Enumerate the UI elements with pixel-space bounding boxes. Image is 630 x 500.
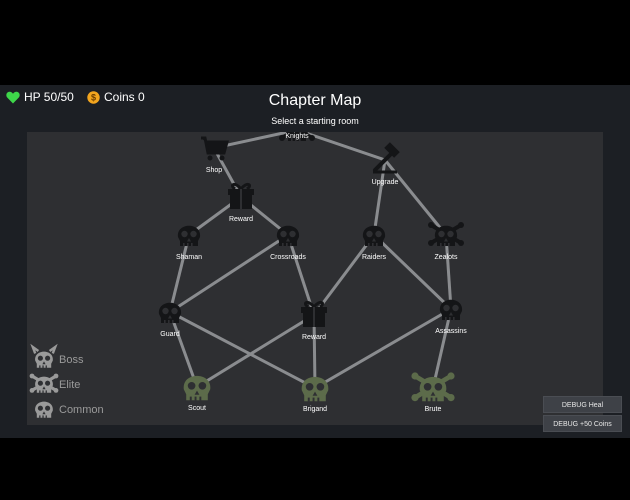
map-node-shop: Shop: [201, 136, 229, 174]
legend-item-boss: Boss: [30, 343, 84, 368]
map-edge: [372, 233, 453, 311]
legend-label: Elite: [59, 379, 80, 391]
map-node-label: Guard: [160, 331, 180, 338]
map-edge: [213, 132, 295, 150]
map-node-label: Zealots: [435, 254, 458, 261]
elite-skull-icon: [428, 222, 464, 247]
skull-icon: [439, 299, 463, 321]
coin-icon: $: [87, 90, 100, 104]
page-title: Chapter Map: [268, 92, 362, 109]
map-node-reward2: Reward: [301, 300, 327, 341]
map-node-knights: Knights: [279, 132, 315, 142]
game-viewport: HP 50/50 $ Coins 0 Chapter Map Select a …: [0, 85, 630, 438]
gift-icon: [301, 300, 327, 327]
map-node-label: Upgrade: [372, 179, 399, 186]
heart-icon: [6, 91, 20, 103]
map-node-label: Raiders: [362, 254, 387, 261]
map-edge: [444, 234, 453, 310]
boss-skull-icon: [30, 343, 58, 368]
map-node-guard: Guard: [158, 302, 182, 338]
map-node-label: Assassins: [435, 328, 467, 335]
legend-label: Boss: [59, 354, 84, 366]
map-edge: [196, 313, 315, 389]
map-edge: [168, 311, 199, 388]
page-subtitle: Select a starting room: [271, 116, 359, 126]
skull-icon: [362, 225, 386, 247]
map-node-label: Brigand: [303, 406, 327, 413]
elite-skull-icon: [279, 132, 315, 142]
coins-display: $ Coins 0: [87, 90, 145, 104]
map-node-raiders: Raiders: [362, 225, 387, 261]
map-node-scout[interactable]: Scout: [183, 375, 211, 412]
map-node-label: Shop: [206, 167, 222, 174]
map-edge: [431, 308, 453, 389]
map-edge: [314, 307, 452, 390]
map-node-reward1: Reward: [228, 182, 254, 223]
map-node-brute[interactable]: Brute: [411, 372, 455, 413]
skull-icon: [301, 376, 329, 402]
map-node-brigand[interactable]: Brigand: [301, 376, 329, 413]
map-node-zealots: Zealots: [428, 222, 464, 261]
legend-label: Common: [59, 404, 104, 416]
map-node-label: Reward: [229, 216, 253, 223]
svg-text:$: $: [91, 92, 96, 102]
debug-heal-button[interactable]: DEBUG Heal: [543, 396, 622, 413]
skull-icon: [183, 375, 211, 401]
map-node-shaman: Shaman: [176, 225, 202, 261]
gift-icon: [228, 182, 254, 209]
debug-coins-button[interactable]: DEBUG +50 Coins: [543, 415, 622, 432]
coins-text: Coins 0: [104, 90, 145, 104]
map-node-assassins: Assassins: [435, 299, 467, 335]
elite-skull-icon: [29, 373, 59, 393]
legend-item-elite: Elite: [29, 373, 80, 393]
map-node-label: Brute: [425, 406, 442, 413]
map-node-upgrade: Upgrade: [372, 142, 400, 186]
legend-item-common: Common: [35, 401, 104, 418]
map-edge: [312, 314, 317, 389]
map-node-label: Reward: [302, 334, 326, 341]
map-node-label: Knights: [285, 133, 309, 140]
hammer-icon: [373, 142, 400, 174]
skull-icon: [177, 225, 201, 247]
map-edge: [169, 310, 316, 390]
map-edge: [168, 234, 191, 313]
cart-icon: [201, 136, 229, 161]
map-node-label: Scout: [188, 405, 206, 412]
map-edge: [312, 234, 376, 316]
skull-icon: [35, 401, 53, 418]
map-edge: [169, 233, 289, 314]
map-node-label: Crossroads: [270, 254, 306, 261]
map-node-crossroads: Crossroads: [270, 225, 306, 261]
skull-icon: [158, 302, 182, 324]
elite-skull-icon: [411, 372, 455, 402]
hp-text: HP 50/50: [24, 90, 74, 104]
map-edge: [212, 147, 243, 198]
map-edge: [298, 132, 386, 162]
skull-icon: [276, 225, 300, 247]
map-node-label: Shaman: [176, 254, 202, 261]
hp-display: HP 50/50: [6, 90, 74, 104]
